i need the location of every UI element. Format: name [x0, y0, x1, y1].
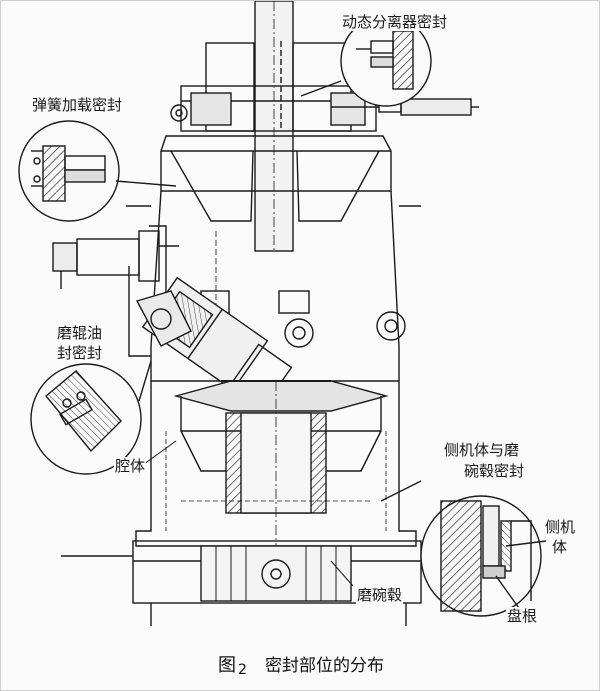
- figure-prefix: 图: [218, 655, 237, 676]
- left-oil-pipe: [52, 225, 179, 357]
- label-roller-oil-seal-line2: 封密封: [56, 344, 104, 362]
- label-bowl-hub: 磨碗毂: [356, 586, 404, 604]
- gearbox-base: [61, 540, 471, 626]
- label-packing: 盘根: [506, 607, 539, 625]
- detail-roller-oil-seal: [30, 360, 152, 475]
- roller-journal: [135, 290, 192, 347]
- separator-top-housing: [180, 41, 377, 132]
- label-side-body-bowl-seal-line1: 侧机体与磨: [443, 441, 521, 459]
- hidden-lines: [165, 431, 387, 531]
- label-spring-loaded-seal: 弹簧加载密封: [31, 96, 124, 114]
- detail-side-body-bowl-seal: [380, 480, 547, 617]
- figure-title: 密封部位的分布: [264, 656, 384, 676]
- label-dynamic-separator-seal: 动态分离器密封: [341, 13, 449, 31]
- mill-seal-diagram: [18, 1, 547, 626]
- label-cavity: 腔体: [114, 457, 147, 475]
- label-side-body-line2: 体: [551, 538, 569, 556]
- leader-lines: [143, 440, 354, 587]
- detail-spring-loaded-seal: [18, 120, 177, 222]
- label-roller-oil-seal-line1: 磨辊油: [56, 324, 104, 342]
- label-side-body-line1: 侧机: [544, 518, 577, 536]
- separator-cone-housing: [126, 135, 421, 347]
- label-side-body-bowl-seal-line2: 碗毂密封: [463, 462, 526, 480]
- central-shaft: [254, 1, 294, 252]
- figure-number: 2: [238, 662, 247, 678]
